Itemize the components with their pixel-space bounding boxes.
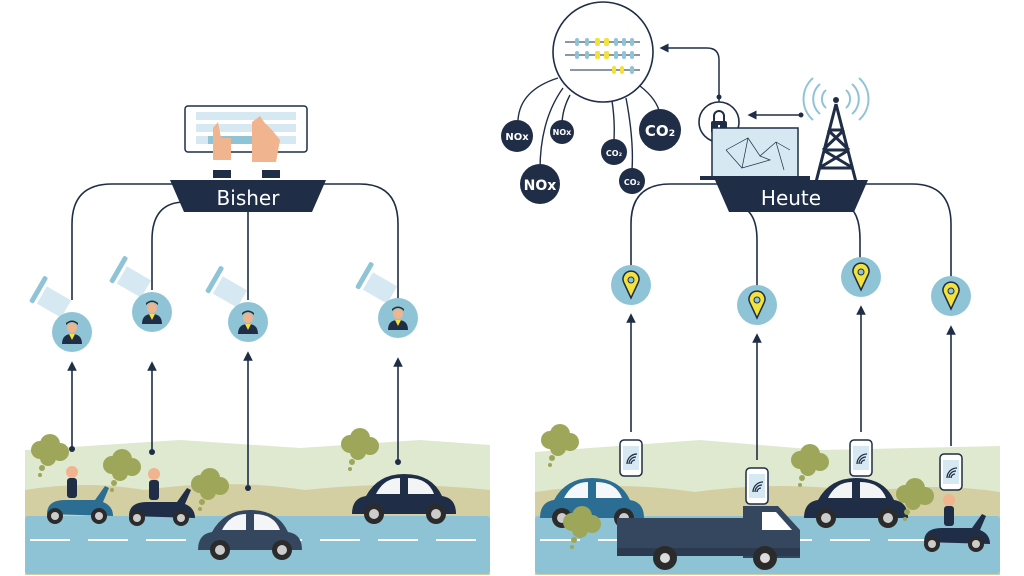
svg-text:CO₂: CO₂ bbox=[624, 178, 641, 187]
heute-title: Heute bbox=[761, 186, 821, 210]
location-pin-icon bbox=[840, 256, 882, 298]
truck-vehicle bbox=[617, 506, 800, 570]
upward-arrows-right bbox=[626, 305, 956, 460]
emission-badge: NOx bbox=[520, 164, 560, 204]
data-analysis-circle-icon bbox=[552, 1, 654, 103]
laptop-network-icon bbox=[700, 127, 810, 180]
svg-text:NOx: NOx bbox=[505, 132, 529, 143]
connectors-left bbox=[71, 183, 399, 300]
emission-badge: CO₂ bbox=[601, 139, 627, 165]
reporter-2 bbox=[108, 255, 172, 332]
smartphone-signal-icon bbox=[849, 439, 873, 477]
svg-text:CO₂: CO₂ bbox=[606, 149, 623, 158]
radio-tower-icon bbox=[802, 77, 870, 183]
connectors-right bbox=[630, 183, 952, 290]
panel-heute: NOx NOx NOx CO₂ CO₂ CO₂ bbox=[501, 1, 1000, 575]
smartphone-signal-icon bbox=[745, 467, 769, 505]
svg-text:CO₂: CO₂ bbox=[645, 122, 675, 140]
location-pin-icon bbox=[736, 284, 778, 326]
emission-badge: NOx bbox=[501, 120, 533, 152]
location-pin-icon bbox=[610, 264, 652, 306]
svg-text:NOx: NOx bbox=[553, 128, 572, 137]
upward-arrows-left bbox=[67, 351, 403, 485]
emission-badges: NOx NOx NOx CO₂ CO₂ CO₂ bbox=[501, 109, 681, 204]
emission-badge: NOx bbox=[550, 120, 574, 144]
reporter-1 bbox=[28, 275, 92, 352]
location-pin-icon bbox=[930, 275, 972, 317]
heute-banner: Heute bbox=[715, 180, 868, 212]
emission-badge: CO₂ bbox=[619, 168, 645, 194]
svg-text:NOx: NOx bbox=[524, 178, 557, 194]
reporter-4 bbox=[354, 261, 418, 338]
panel-bisher: Bisher bbox=[25, 105, 490, 575]
emission-badge: CO₂ bbox=[639, 109, 681, 151]
reporter-3 bbox=[204, 265, 268, 342]
smartphone-signal-icon bbox=[619, 439, 643, 477]
bisher-title: Bisher bbox=[217, 186, 281, 210]
smartphone-signal-icon bbox=[939, 453, 963, 491]
keyboard-typing-icon bbox=[184, 105, 308, 178]
flow-arrow-to-analysis bbox=[659, 43, 720, 105]
bisher-banner: Bisher bbox=[170, 180, 326, 212]
